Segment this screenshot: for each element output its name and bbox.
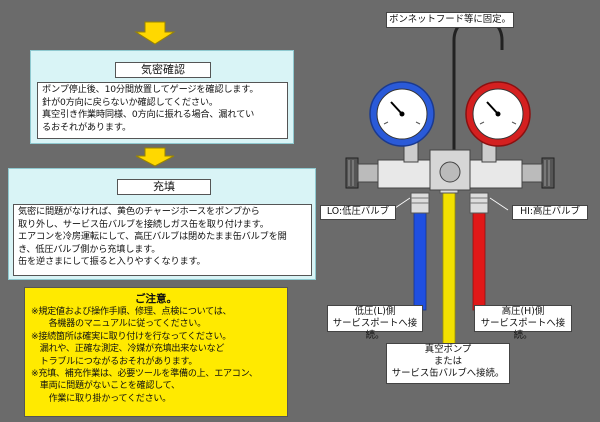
center-hose xyxy=(442,189,456,346)
center-label: 真空ポンプ または サービス缶バルブへ接続。 xyxy=(386,343,510,384)
step-airtight-text: ポンプ停止後、10分間放置してゲージを確認します。 針が0方向に戻らないか確認し… xyxy=(37,82,288,139)
step-charge-title: 充填 xyxy=(117,179,211,195)
low-valve-knob xyxy=(345,157,379,189)
low-hose xyxy=(413,209,427,311)
high-hose xyxy=(472,209,486,311)
step-airtight-title: 気密確認 xyxy=(115,62,211,78)
step-charge-panel: 充填 気密に問題がなければ、黄色のチャージホースをポンプから 取り外し、サービス… xyxy=(8,168,316,280)
step-charge-text: 気密に問題がなければ、黄色のチャージホースをポンプから 取り外し、サービス缶バル… xyxy=(13,204,312,276)
high-pressure-gauge xyxy=(465,81,531,147)
high-side-label: 高圧(H)側 サービスポートへ接続。 xyxy=(474,305,572,341)
hi-valve-label: HI:高圧バルブ xyxy=(512,205,588,220)
hook-label: ボンネットフード等に固定。 xyxy=(386,12,514,28)
caution-box: ご注意。 ※規定値および操作手順、修理、点検については、 各機器のマニュアルに従… xyxy=(24,287,288,417)
lo-valve-label: LO:低圧バルブ xyxy=(320,205,396,220)
low-side-label: 低圧(L)側 サービスポートへ接続。 xyxy=(327,305,423,341)
caution-text: ※規定値および操作手順、修理、点検については、 各機器のマニュアルに従ってくださ… xyxy=(31,307,258,404)
low-pressure-gauge xyxy=(369,81,435,147)
high-valve-knob xyxy=(521,157,555,189)
step-airtight-panel: 気密確認 ポンプ停止後、10分間放置してゲージを確認します。 針が0方向に戻らな… xyxy=(30,50,294,144)
caution-title: ご注意。 xyxy=(135,293,177,305)
